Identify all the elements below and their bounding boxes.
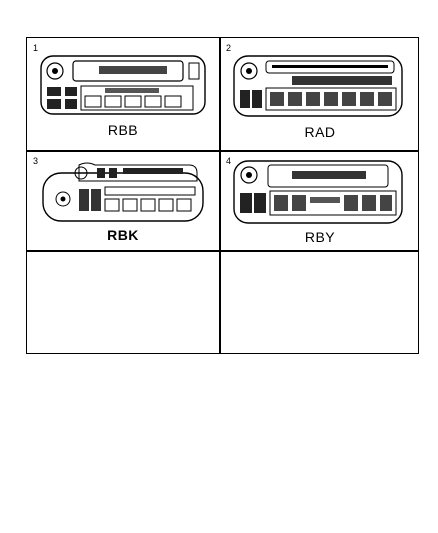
radio-parts-grid: 1 RBB 2: [26, 37, 419, 354]
cell-number: 4: [226, 156, 232, 166]
radio-illustration-rbk: [42, 162, 204, 222]
radio-illustration-rby: [233, 160, 403, 224]
cell-4: 4 RBY: [220, 151, 420, 250]
grid-row-divider-1: [27, 150, 418, 152]
radio-code-label: RBY: [304, 229, 336, 245]
radio-code-label: RBB: [107, 122, 139, 138]
cell-number: 1: [33, 43, 39, 53]
radio-code-label: RAD: [304, 124, 336, 140]
cell-number: 2: [226, 43, 232, 53]
cell-2: 2 RAD: [220, 38, 420, 150]
radio-illustration-rbb: [40, 55, 206, 115]
grid-vertical-divider: [219, 38, 221, 353]
grid-row-divider-2: [27, 250, 418, 252]
cell-3: 3 RBK: [27, 151, 219, 250]
radio-code-label: RBK: [107, 227, 139, 243]
radio-illustration-rad: [233, 55, 403, 117]
cell-empty-left: [27, 251, 219, 355]
cell-number: 3: [33, 156, 39, 166]
cell-empty-right: [220, 251, 420, 355]
cell-1: 1 RBB: [27, 38, 219, 150]
